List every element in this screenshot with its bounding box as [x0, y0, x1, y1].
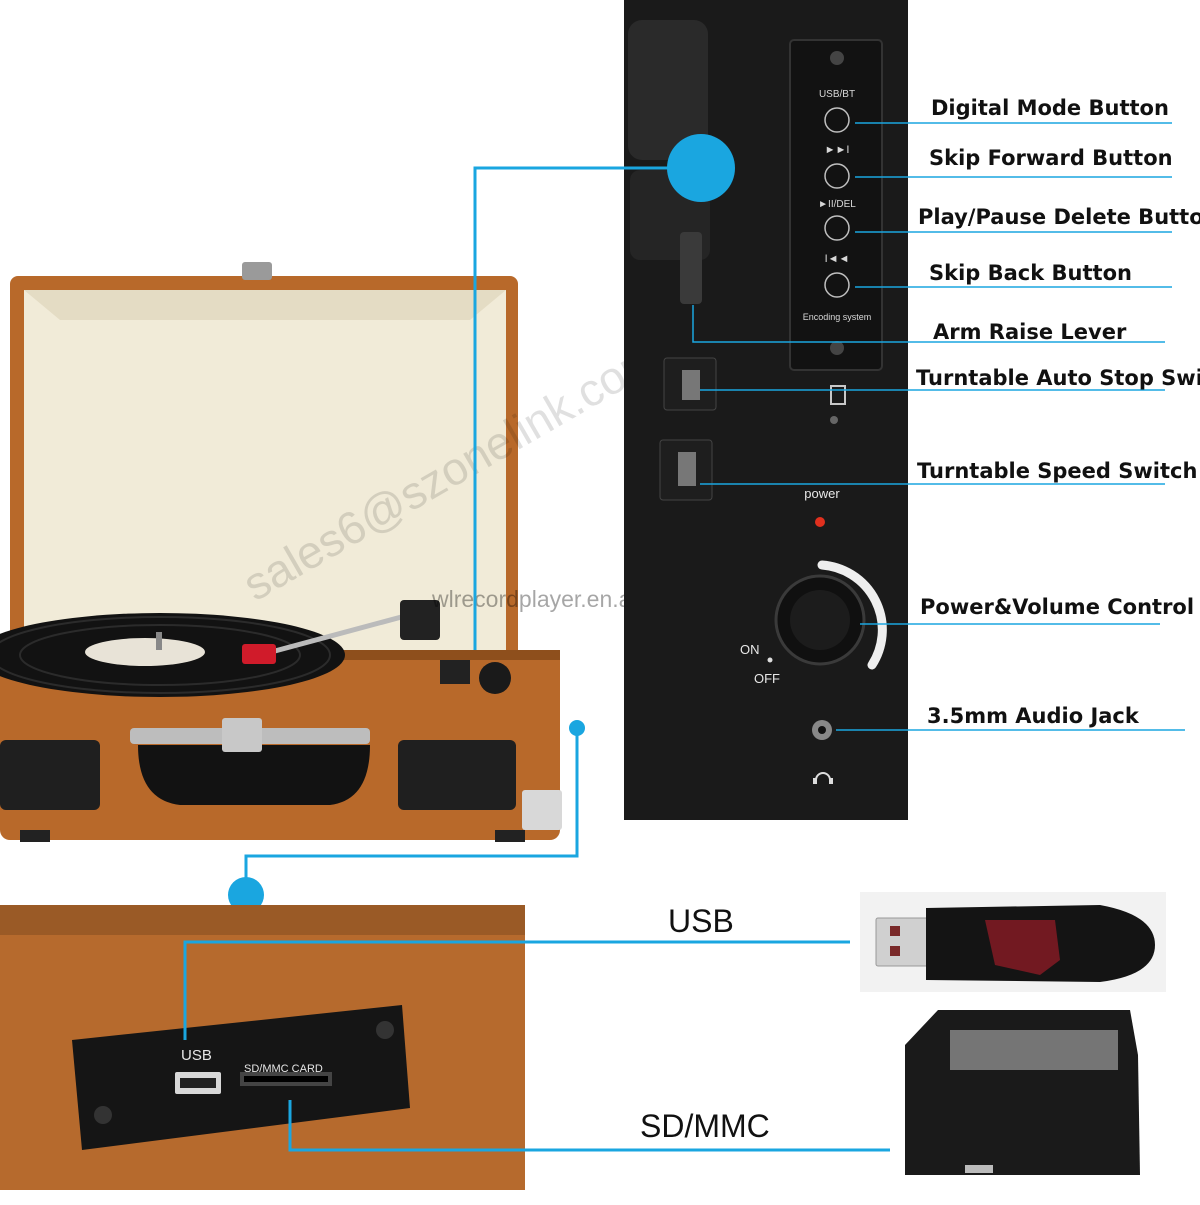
zoom-dot-top	[667, 134, 735, 202]
usb-flash-drive-image	[860, 892, 1166, 992]
callout-lines	[692, 122, 1185, 731]
off-label: OFF	[754, 671, 780, 686]
callout-skip-back-button: Skip Back Button	[929, 261, 1132, 285]
zoom-dot-small	[569, 720, 585, 736]
skip-back-icon: I◄◄	[825, 253, 850, 265]
callout-skip-forward-button: Skip Forward Button	[929, 146, 1173, 170]
callout-speed-switch: Turntable Speed Switch	[917, 459, 1197, 483]
turntable-suitcase-image	[0, 262, 562, 842]
sd-port-label: SD/MMC CARD	[244, 1063, 323, 1075]
encoding-system-label: Encoding system	[803, 312, 872, 322]
port-connector-lines	[183, 940, 890, 1152]
usb-port-label: USB	[181, 1047, 212, 1064]
control-panel-image	[624, 0, 908, 820]
usb-bt-label: USB/BT	[819, 89, 855, 100]
sd-card-image	[905, 1010, 1140, 1175]
side-port-closeup-image	[0, 905, 525, 1190]
skip-forward-icon: ►►I	[825, 144, 850, 156]
power-label: power	[804, 486, 840, 501]
connector-lines	[244, 166, 701, 890]
callout-play-pause-delete-button: Play/Pause Delete Button	[918, 205, 1200, 229]
callout-power-volume-control: Power&Volume Control	[920, 595, 1194, 619]
play-pause-del-label: ►II/DEL	[818, 199, 856, 210]
callout-arm-raise-lever: Arm Raise Lever	[933, 320, 1127, 344]
usb-callout: USB	[668, 903, 734, 939]
sd-mmc-callout: SD/MMC	[640, 1108, 770, 1144]
zoom-dot-bottom	[228, 877, 264, 913]
callout-digital-mode-button: Digital Mode Button	[931, 96, 1169, 120]
on-label: ON	[740, 642, 760, 657]
callout-auto-stop-switch: Turntable Auto Stop Switch	[916, 366, 1200, 390]
callout-audio-jack: 3.5mm Audio Jack	[927, 704, 1140, 728]
